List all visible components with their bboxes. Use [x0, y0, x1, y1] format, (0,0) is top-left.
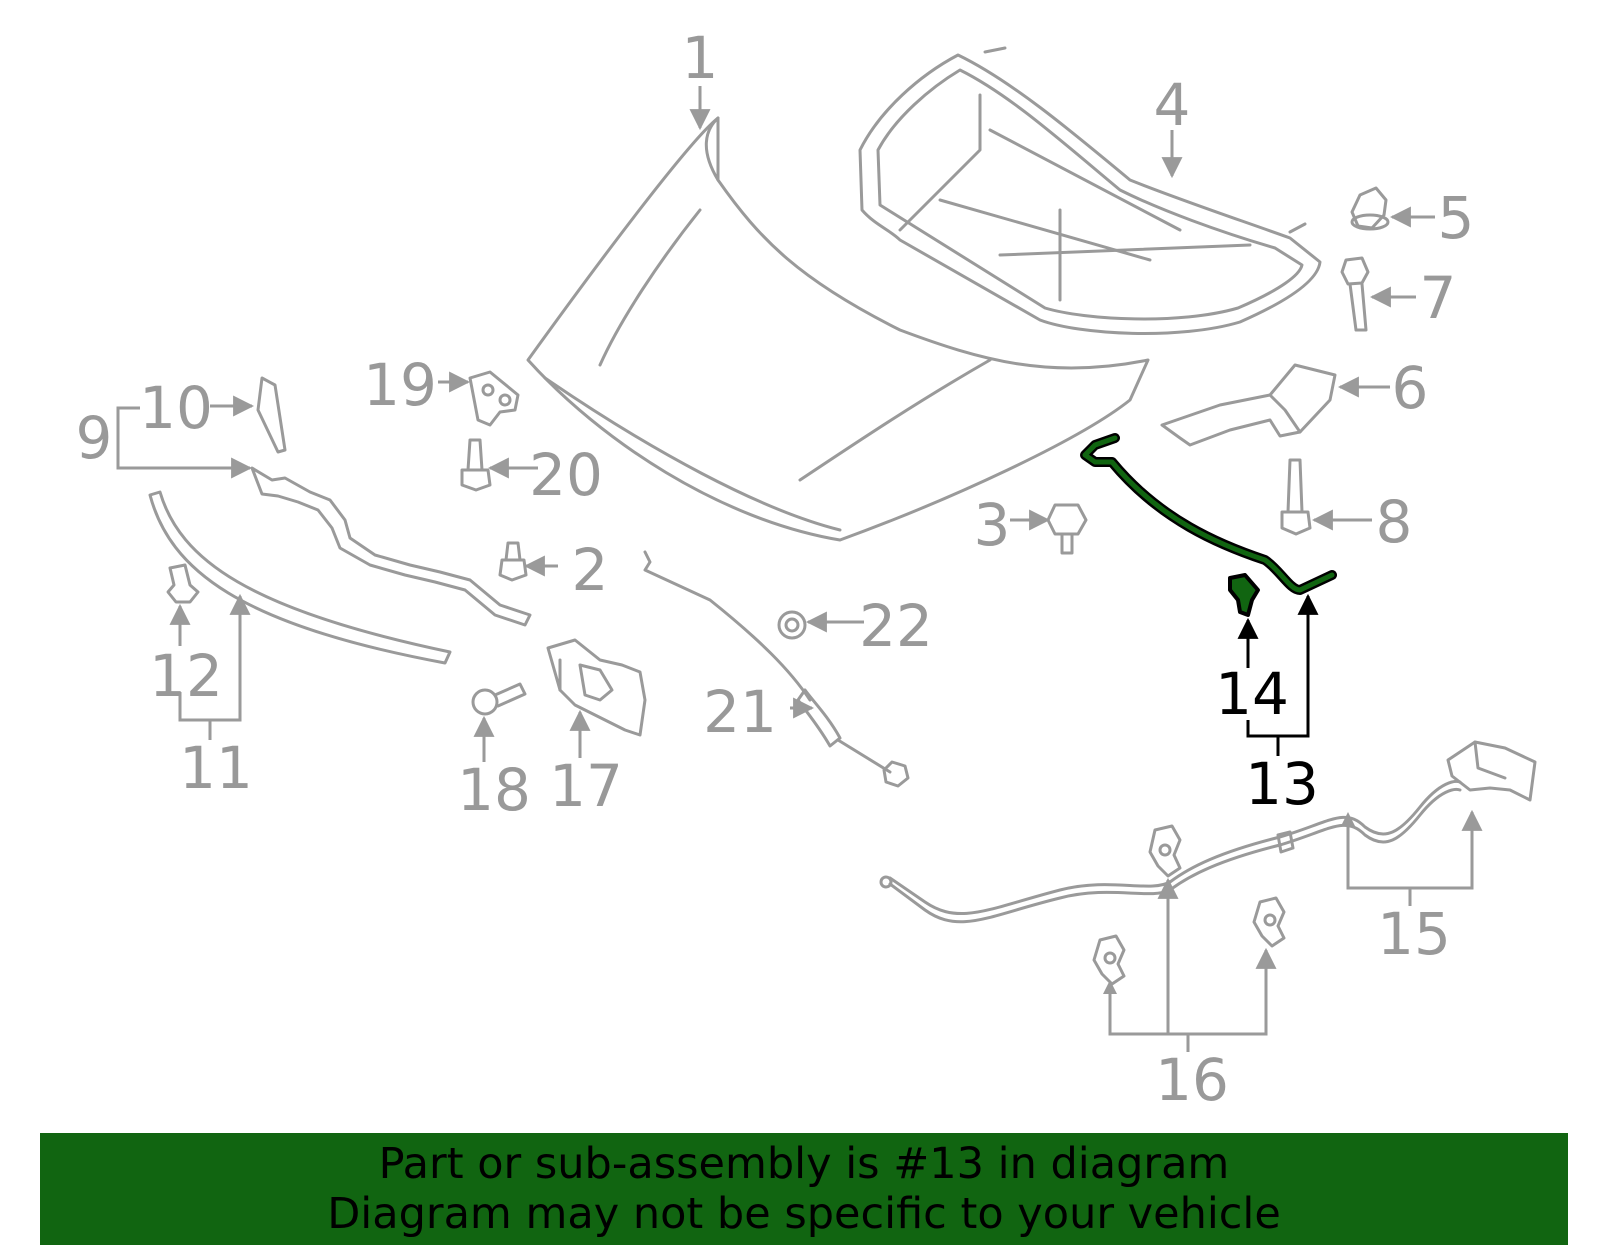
callout-22: 22	[859, 592, 933, 660]
banner-line-2: Diagram may not be specific to your vehi…	[327, 1189, 1281, 1239]
callout-2: 2	[572, 536, 609, 604]
banner-line-1: Part or sub-assembly is #13 in diagram	[378, 1139, 1230, 1189]
clip-10	[256, 376, 287, 454]
grommet-22	[777, 610, 807, 640]
callout-5: 5	[1438, 184, 1475, 252]
hood-prop-rod	[1080, 433, 1337, 595]
bolt-3	[1046, 503, 1088, 555]
callout-13: 13	[1245, 750, 1319, 818]
push-clip-5	[1350, 186, 1390, 231]
prop-rod-holder	[1228, 573, 1260, 617]
callout-8: 8	[1376, 488, 1413, 556]
bolt-18	[471, 682, 527, 716]
callout-9: 9	[76, 404, 113, 472]
release-cable-21	[643, 550, 910, 788]
callout-7: 7	[1420, 264, 1457, 332]
callout-10: 10	[139, 374, 213, 442]
callout-12: 12	[149, 642, 223, 710]
callout-labels: 1 2 3 4 5 6 7 8 9 10 11 12 13 14 15 16 1…	[76, 24, 1475, 1114]
hood-latch-17	[546, 638, 647, 737]
callout-19: 19	[363, 351, 437, 419]
cable-clips-16	[1092, 824, 1286, 986]
bracket-6	[1160, 363, 1337, 447]
leader-lines	[116, 86, 1483, 1052]
callout-11: 11	[179, 734, 253, 802]
hood-seal-9	[250, 466, 532, 627]
hood-seal-11	[148, 490, 452, 665]
hood-insulator	[858, 46, 1322, 335]
callout-17: 17	[549, 752, 623, 820]
callout-1: 1	[682, 24, 719, 92]
callout-6: 6	[1392, 354, 1429, 422]
callout-16: 16	[1155, 1046, 1229, 1114]
bolt-2	[498, 541, 528, 582]
callout-18: 18	[457, 756, 531, 824]
callout-14: 14	[1215, 660, 1289, 728]
callout-15: 15	[1377, 900, 1451, 968]
clip-12	[166, 563, 200, 604]
bolt-20	[460, 438, 492, 492]
callout-20: 20	[529, 441, 603, 509]
hood-panel	[526, 116, 1150, 542]
callout-4: 4	[1154, 71, 1191, 139]
stud-8	[1280, 458, 1312, 536]
hinge-19	[468, 370, 520, 427]
callout-3: 3	[974, 491, 1011, 559]
info-banner: Part or sub-assembly is #13 in diagram D…	[40, 1133, 1568, 1245]
callout-21: 21	[703, 678, 777, 746]
release-cable-15	[879, 740, 1537, 924]
bolt-7	[1340, 256, 1370, 332]
